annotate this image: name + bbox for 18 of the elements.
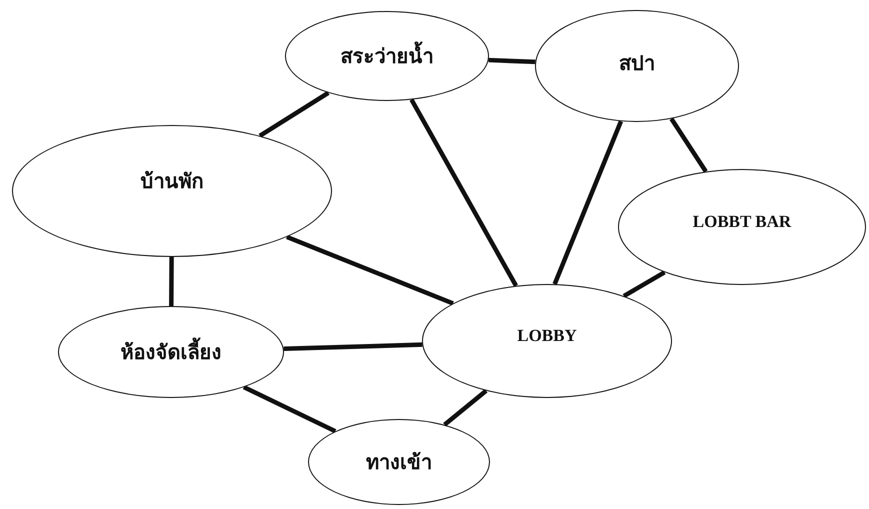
node-label: LOBBY (517, 326, 577, 346)
connector-line (443, 389, 488, 427)
connector-line (670, 118, 708, 173)
connector-line (286, 234, 454, 306)
node-label: ห้องจัดเลี้ยง (120, 336, 222, 368)
connector-line (242, 385, 336, 434)
connector-line (622, 270, 666, 298)
node-label: LOBBT BAR (692, 212, 792, 232)
node-label: บ้านพัก (140, 170, 204, 195)
connector-line (552, 120, 624, 285)
node-label: สปา (619, 52, 655, 77)
connector-line (258, 90, 330, 138)
node-label: ทางเข้า (366, 450, 432, 476)
connector-line (488, 58, 536, 64)
connector-line (410, 98, 518, 287)
node-label: สระว่ายน้ำ (340, 40, 434, 72)
connector-line (169, 256, 174, 306)
connector-line (284, 342, 422, 351)
